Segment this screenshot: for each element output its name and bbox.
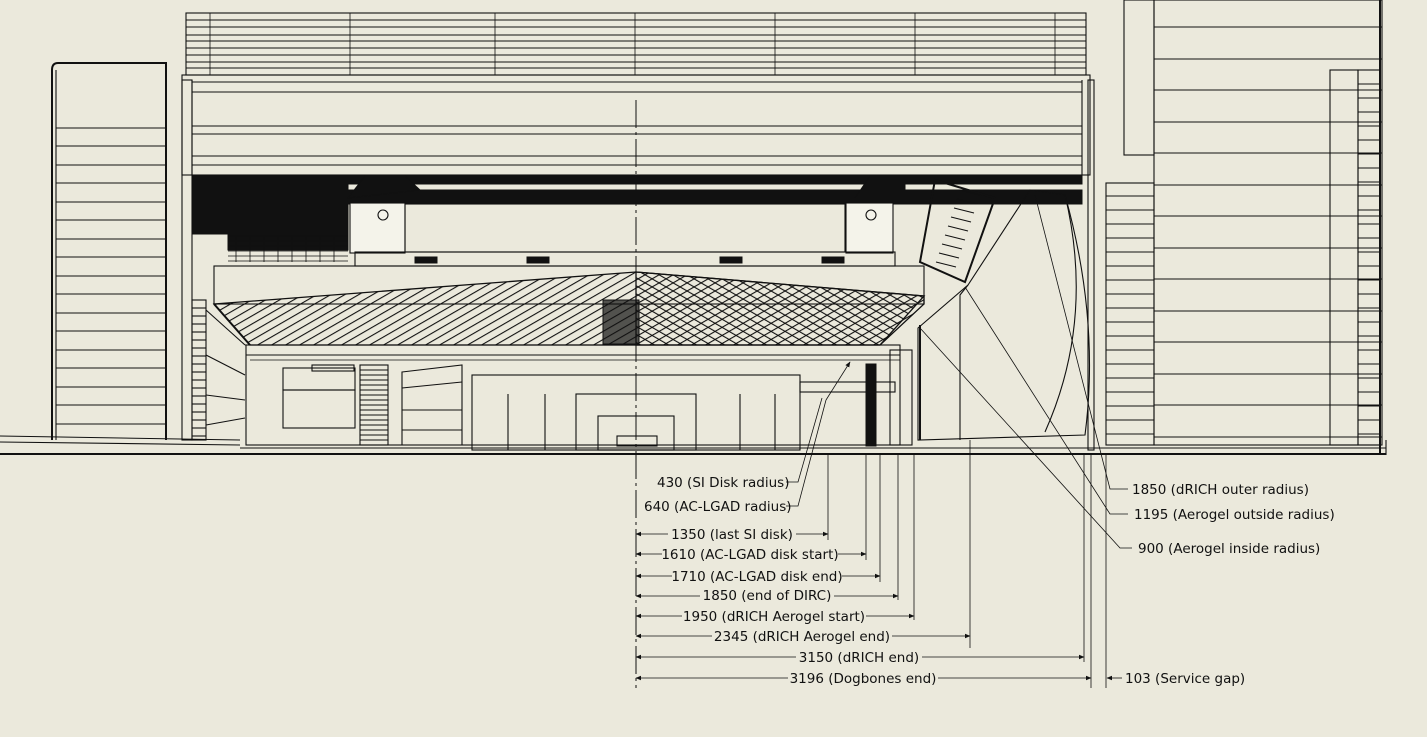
mirror-slat bbox=[944, 234, 966, 241]
barrel-calorimeter bbox=[212, 265, 926, 346]
label-aerogel-inside-radius: 900 (Aerogel inside radius) bbox=[1138, 541, 1320, 557]
label-ac-lgad-disk-start: 1610 (AC-LGAD disk start) bbox=[661, 547, 838, 563]
mirror-slat bbox=[947, 225, 969, 232]
magnet-yoke-top bbox=[181, 12, 1091, 176]
mirror-slat bbox=[941, 243, 963, 250]
cryostat-band bbox=[191, 175, 1083, 267]
label-drich-aerogel-start: 1950 (dRICH Aerogel start) bbox=[683, 609, 865, 625]
label-drich-outer-radius: 1850 (dRICH outer radius) bbox=[1132, 482, 1309, 498]
mirror-slat bbox=[950, 216, 972, 223]
label-service-gap: 103 (Service gap) bbox=[1125, 671, 1245, 687]
label-drich-aerogel-end: 2345 (dRICH Aerogel end) bbox=[714, 629, 890, 645]
left-endcap-block bbox=[51, 62, 167, 440]
label-si-disk-radius: 430 (SI Disk radius) bbox=[657, 475, 789, 491]
mirror-slat bbox=[938, 252, 960, 259]
radial-leaders bbox=[786, 194, 1132, 549]
drich-detector bbox=[917, 178, 1091, 441]
label-last-si-disk: 1350 (last SI disk) bbox=[671, 527, 793, 543]
label-drich-end: 3150 (dRICH end) bbox=[799, 650, 919, 666]
label-ac-lgad-radius: 640 (AC-LGAD radius) bbox=[644, 499, 792, 515]
label-aerogel-outside-radius: 1195 (Aerogel outside radius) bbox=[1134, 507, 1335, 523]
mirror-slat bbox=[959, 189, 981, 196]
right-endcap bbox=[1087, 0, 1387, 455]
mirror-slat bbox=[935, 261, 957, 268]
mirror-slat bbox=[956, 198, 978, 205]
left-support bbox=[181, 79, 246, 441]
label-end-of-dirc: 1850 (end of DIRC) bbox=[703, 588, 832, 604]
axial-dimensions bbox=[635, 531, 1122, 681]
labels: 430 (SI Disk radius) 640 (AC-LGAD radius… bbox=[644, 475, 1335, 687]
label-ac-lgad-disk-end: 1710 (AC-LGAD disk end) bbox=[671, 569, 842, 585]
inner-detector bbox=[245, 344, 913, 451]
extension-lines bbox=[827, 440, 1107, 688]
label-dogbones-end: 3196 (Dogbones end) bbox=[790, 671, 937, 687]
mirror-slat bbox=[953, 207, 975, 214]
